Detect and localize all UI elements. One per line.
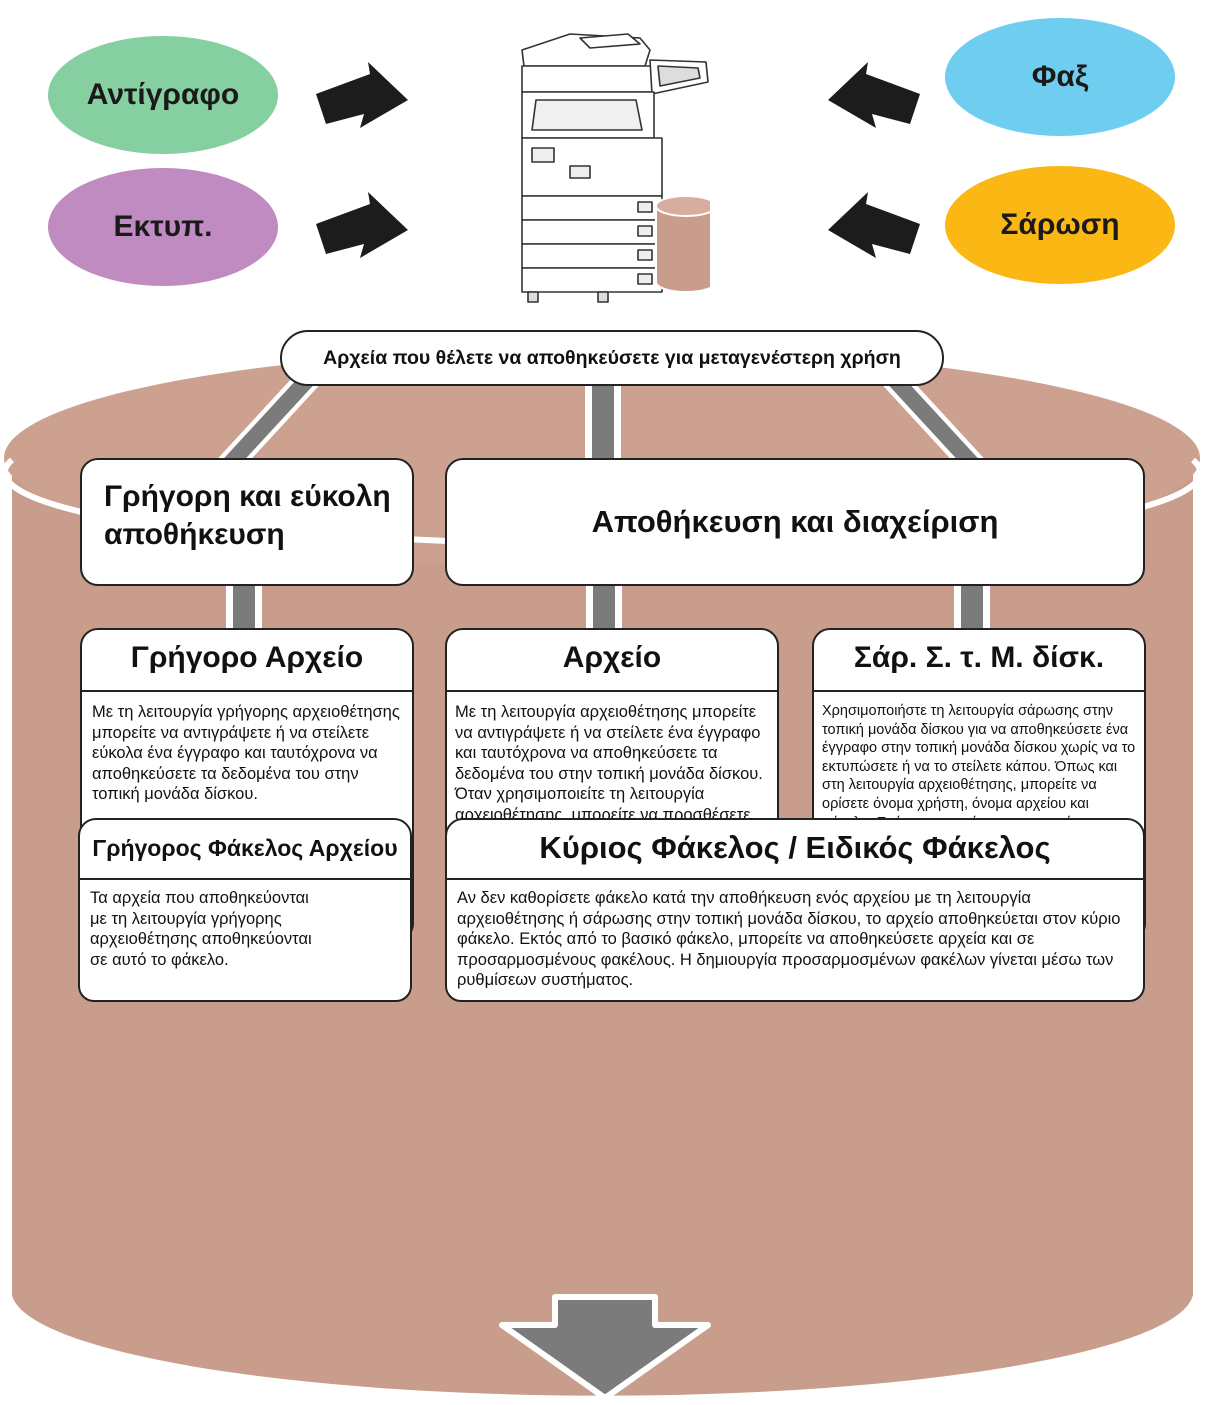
arrow-right-icon (316, 192, 408, 258)
arrow-left-icon (828, 62, 920, 128)
print-function: Εκτυπ. (48, 168, 278, 286)
arrow-right-icon (316, 62, 408, 128)
storage-banner: Αρχεία που θέλετε να αποθηκεύσετε για με… (280, 330, 944, 386)
main-custom-folder-description-box: Αν δεν καθορίσετε φάκελο κατά την αποθήκ… (445, 878, 1145, 1002)
scan-label: Σάρωση (1000, 208, 1120, 241)
file-title: Αρχείο (562, 641, 662, 674)
quick-folder-description-box: Τα αρχεία που αποθηκεύονται με τη λειτου… (78, 878, 412, 1002)
scan-function: Σάρωση (945, 166, 1175, 284)
main-custom-folder-description: Αν δεν καθορίσετε φάκελο κατά την αποθήκ… (457, 889, 1121, 989)
category-store-manage: Αποθήκευση και διαχείριση (445, 458, 1145, 586)
multifunction-printer-icon (521, 33, 710, 303)
main-custom-folder-title: Κύριος Φάκελος / Ειδικός Φάκελος (539, 830, 1051, 865)
category-managed-title: Αποθήκευση και διαχείριση (591, 504, 999, 539)
quick-folder-description: Τα αρχεία που αποθηκεύονται με τη λειτου… (90, 889, 312, 969)
arrow-left-icon (828, 192, 920, 258)
copy-function: Αντίγραφο (48, 36, 278, 154)
storage-banner-text: Αρχεία που θέλετε να αποθηκεύσετε για με… (323, 346, 901, 369)
print-label: Εκτυπ. (113, 210, 213, 243)
quick-file-description: Με τη λειτουργία γρήγορης αρχειοθέτησης … (92, 703, 400, 803)
category-quick-storage: Γρήγορη και εύκολη αποθήκευση (80, 458, 414, 586)
large-down-arrow-icon (499, 1294, 711, 1401)
fax-label: Φαξ (1031, 60, 1089, 93)
fax-function: Φαξ (945, 18, 1175, 136)
storage-drum-icon (655, 195, 710, 293)
copy-label: Αντίγραφο (86, 78, 240, 111)
quick-folder-title: Γρήγορος Φάκελος Αρχείου (92, 834, 398, 861)
quick-file-title: Γρήγορο Αρχείο (130, 641, 364, 674)
category-quick-title: Γρήγορη και εύκολη αποθήκευση (104, 480, 391, 551)
scan-to-hdd-title: Σάρ. Σ. τ. Μ. δίσκ. (853, 641, 1105, 674)
